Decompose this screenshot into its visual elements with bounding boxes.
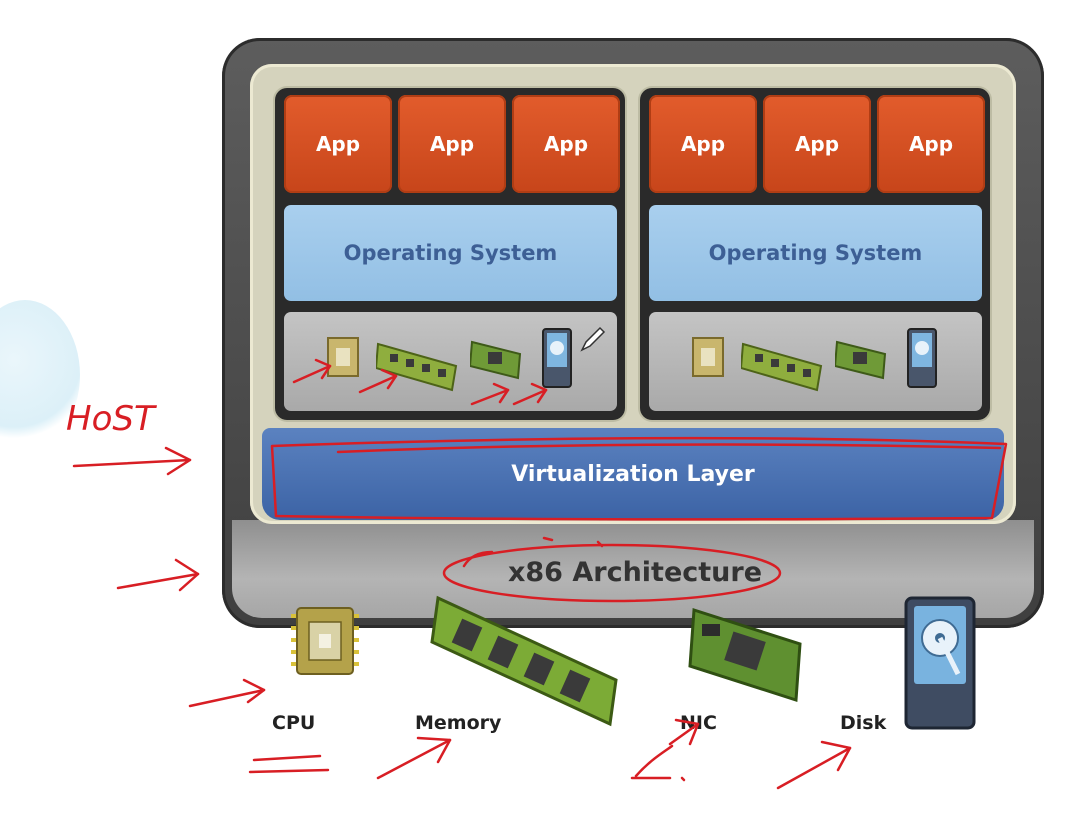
memory-module-icon (376, 342, 458, 392)
vm-1-app-3: App (512, 95, 620, 193)
vm-1-app-2: App (398, 95, 506, 193)
memory-module-icon (741, 342, 823, 392)
pencil-icon (580, 326, 606, 352)
arrow-icon (376, 738, 452, 780)
disk-drive-icon (907, 328, 937, 388)
cpu-chip-icon (692, 337, 724, 377)
virtualization-layer: Virtualization Layer (262, 428, 1004, 520)
arrow-icon (776, 746, 852, 790)
vm-2-virtual-hardware (649, 312, 982, 411)
vm-2-app-2: App (763, 95, 871, 193)
cpu-chip-icon (327, 337, 359, 377)
disk-drive-icon (542, 328, 572, 388)
vm-1-app-1: App (284, 95, 392, 193)
disk-label: Disk (840, 712, 887, 734)
vm-2-operating-system: Operating System (649, 205, 982, 301)
host-annotation: HoST (66, 399, 157, 439)
vm-2-app-1: App (649, 95, 757, 193)
nic-card-icon (688, 607, 802, 703)
vm-1-operating-system: Operating System (284, 205, 617, 301)
vm-1-virtual-hardware (284, 312, 617, 411)
arrow-icon (72, 458, 192, 468)
memory-module-icon (430, 595, 618, 727)
watermark-blob (0, 300, 80, 450)
memory-label: Memory (415, 712, 502, 734)
nic-label: NIC (680, 712, 717, 734)
cpu-label: CPU (272, 712, 316, 734)
nic-card-icon (470, 340, 522, 380)
arrow-icon (188, 688, 266, 708)
architecture-label: x86 Architecture (507, 556, 763, 588)
arrow-icon (116, 572, 200, 590)
nic-card-icon (835, 340, 887, 380)
disk-drive-icon (904, 596, 976, 730)
cpu-chip-icon (291, 607, 359, 675)
vm-2-app-3: App (877, 95, 985, 193)
